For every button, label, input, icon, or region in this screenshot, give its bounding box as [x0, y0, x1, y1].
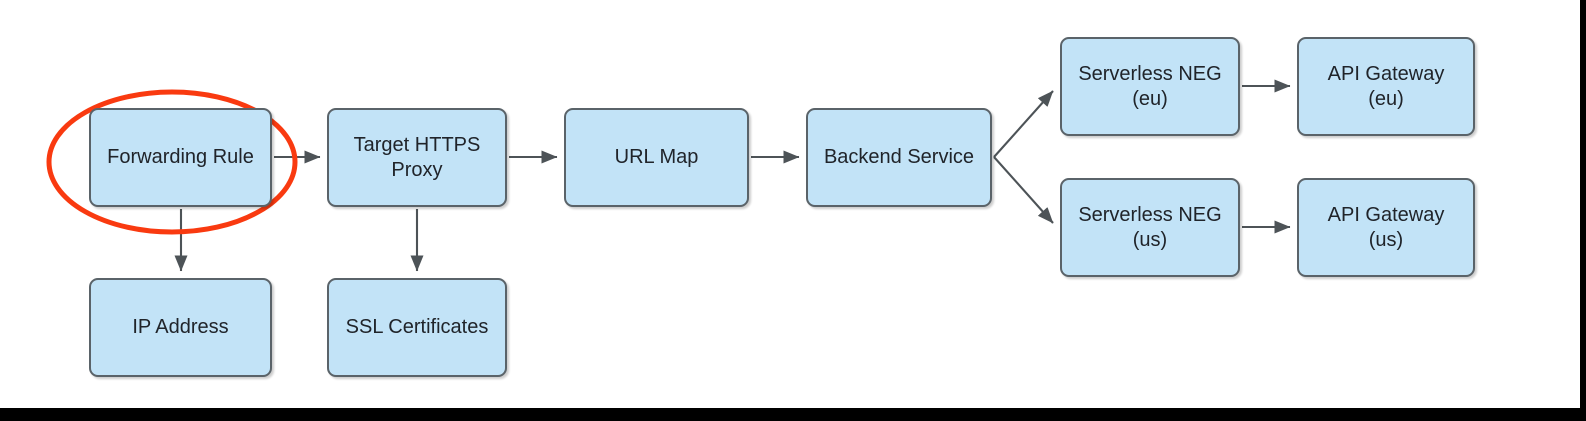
- edge-backend-service-to-neg-eu: [993, 90, 1054, 158]
- node-url-map-label: URL Map: [614, 146, 699, 169]
- node-url-map[interactable]: URL Map: [564, 108, 749, 207]
- node-target-https-proxy[interactable]: Target HTTPS Proxy: [327, 108, 507, 207]
- node-api-gateway-us[interactable]: API Gateway (us): [1297, 178, 1475, 277]
- node-backend-service-label: Backend Service: [823, 146, 975, 169]
- edge-backend-service-to-neg-us: [993, 156, 1054, 224]
- node-ssl-certificates[interactable]: SSL Certificates: [327, 278, 507, 377]
- node-api-gateway-eu-label: API Gateway (eu): [1327, 63, 1445, 110]
- window-frame-right-bar: [1580, 0, 1586, 421]
- node-serverless-neg-us[interactable]: Serverless NEG (us): [1060, 178, 1240, 277]
- node-target-https-proxy-label: Target HTTPS Proxy: [353, 134, 481, 181]
- node-forwarding-rule-label: Forwarding Rule: [107, 146, 254, 169]
- window-frame-bottom-bar: [0, 408, 1586, 421]
- node-serverless-neg-eu-label: Serverless NEG (eu): [1078, 63, 1222, 110]
- node-api-gateway-eu[interactable]: API Gateway (eu): [1297, 37, 1475, 136]
- node-serverless-neg-us-label: Serverless NEG (us): [1078, 204, 1222, 251]
- node-forwarding-rule[interactable]: Forwarding Rule: [89, 108, 272, 207]
- node-ip-address-label: IP Address: [132, 316, 229, 339]
- node-serverless-neg-eu[interactable]: Serverless NEG (eu): [1060, 37, 1240, 136]
- node-ip-address[interactable]: IP Address: [89, 278, 272, 377]
- node-ssl-certificates-label: SSL Certificates: [345, 316, 489, 339]
- node-api-gateway-us-label: API Gateway (us): [1327, 204, 1445, 251]
- node-backend-service[interactable]: Backend Service: [806, 108, 992, 207]
